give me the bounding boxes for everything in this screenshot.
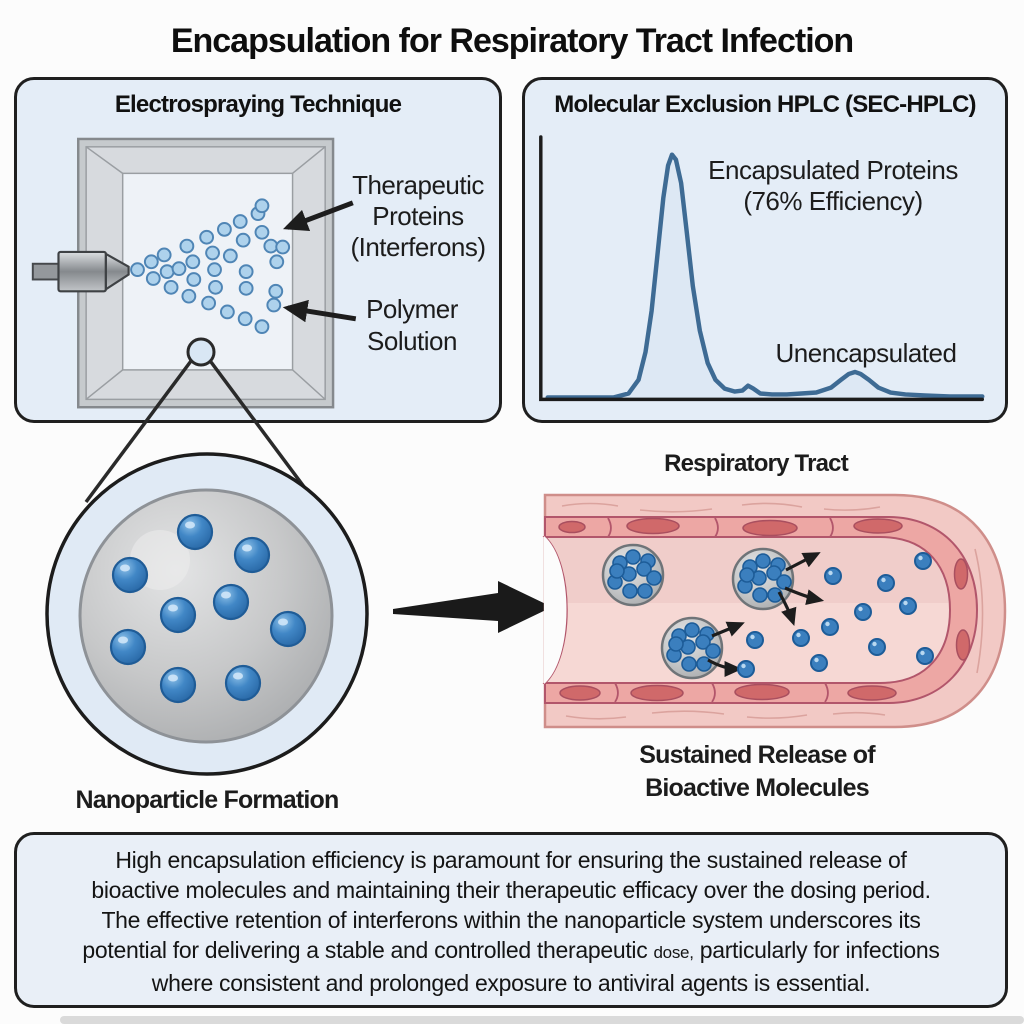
- tract-opening: [544, 536, 567, 684]
- page-title: Encapsulation for Respiratory Tract Infe…: [170, 22, 854, 60]
- tract-lumen: [545, 537, 950, 683]
- hplc-panel: Molecular Exclusion HPLC (SEC-HPLC): [522, 77, 1008, 423]
- cell-nuclei: [558, 517, 971, 702]
- respiratory-tract-illustration: [542, 493, 1007, 729]
- label-arrow-icons: [282, 200, 357, 323]
- encapsulated-protein-spheres: [109, 513, 307, 704]
- tissue-texture: [561, 502, 984, 720]
- therapeutic-proteins-label: Therapeutic Proteins (Interferons): [350, 170, 486, 262]
- unencapsulated-peak-label: Unencapsulated: [775, 338, 957, 368]
- respiratory-tract-title: Respiratory Tract: [664, 450, 849, 477]
- summary-text-box: High encapsulation efficiency is paramou…: [14, 832, 1008, 1008]
- spray-droplets: [130, 198, 291, 335]
- polymer-matrix-sphere: [78, 488, 334, 744]
- released-molecules: [737, 552, 934, 678]
- chromatogram-plot: [539, 135, 985, 402]
- hplc-panel-title: Molecular Exclusion HPLC (SEC-HPLC): [554, 91, 976, 118]
- nanoparticle-magnified: [45, 452, 369, 776]
- polymer-solution-label: Polymer Solution: [366, 294, 458, 356]
- bottom-artifact-bar: [60, 1016, 1024, 1024]
- spray-nozzle-icon: [31, 250, 130, 293]
- cell-boundaries: [607, 517, 834, 703]
- electrospray-panel-title: Electrospraying Technique: [114, 91, 402, 118]
- sustained-release-label: Sustained Release of Bioactive Molecules: [639, 741, 875, 802]
- release-arrow-icons: [707, 552, 825, 677]
- chromatogram-curve: [545, 152, 985, 400]
- chromatogram-area: [547, 154, 983, 400]
- tract-outer-wall: [543, 493, 1007, 729]
- summary-text: High encapsulation efficiency is paramou…: [82, 847, 940, 996]
- nanoparticle-formation-label: Nanoparticle Formation: [75, 786, 340, 814]
- nanoparticles-in-tract: [601, 543, 795, 680]
- epithelial-cell-layer: [542, 516, 979, 704]
- encapsulated-peak-label: Encapsulated Proteins (76% Efficiency): [708, 155, 958, 216]
- chart-axes: [539, 135, 985, 402]
- flow-arrow-icon: [393, 581, 552, 633]
